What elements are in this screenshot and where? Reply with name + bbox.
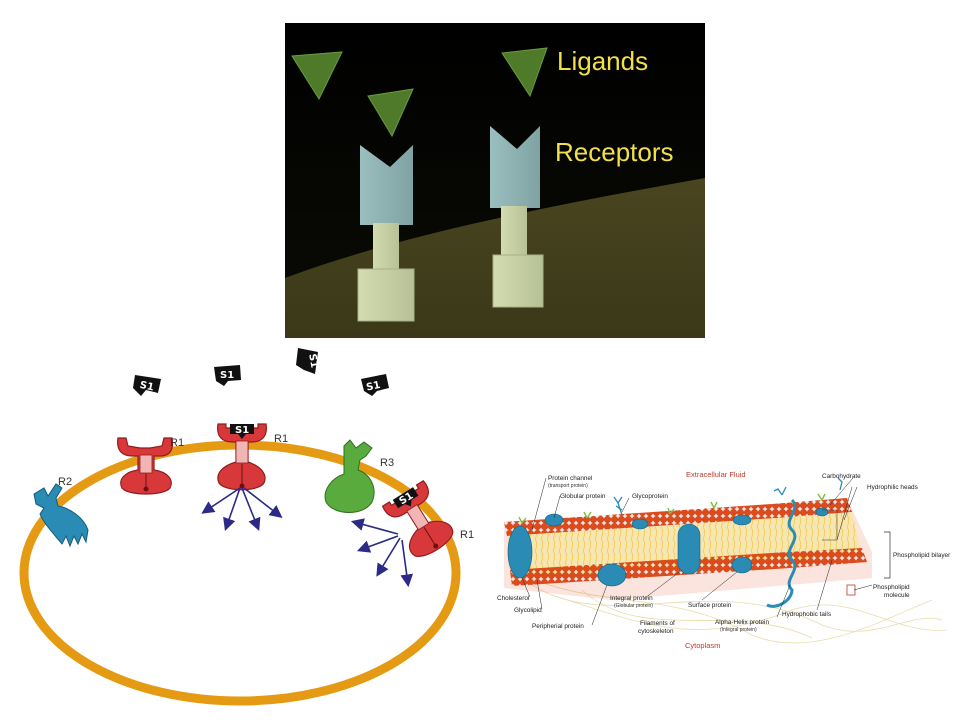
receptor-r1-bound-middle: S1 xyxy=(217,423,267,491)
bilayer-top-heads xyxy=(504,498,852,536)
svg-text:S1: S1 xyxy=(139,380,155,394)
receptor-left xyxy=(357,145,415,322)
label-r1-top: R1 xyxy=(170,437,184,449)
cell-membrane-svg: Extracellular Fluid Protein channel (tra… xyxy=(497,470,951,650)
alpha-helix-protein xyxy=(766,498,797,608)
carbohydrate-chains xyxy=(613,477,843,516)
svg-text:S1: S1 xyxy=(365,380,381,394)
signal-s1-free-1: S1 xyxy=(133,375,161,396)
label-phospholipid-molecule-1: Phospholipid xyxy=(873,584,910,591)
signal-s1-free-2: S1 xyxy=(214,365,241,386)
receptor-r1-bound-right: S1 xyxy=(381,479,454,557)
receptor-r1-unbound xyxy=(117,437,174,495)
label-r1-right: R1 xyxy=(460,529,474,541)
cell-signaling-diagram: S1 S1 S1 S1 R1 S1 R1 R2 R3 xyxy=(0,338,480,720)
svg-text:S1: S1 xyxy=(306,353,319,369)
label-alpha-helix: Alpha-Helix protein xyxy=(715,619,769,626)
label-glycolipid: Glycolipid xyxy=(514,607,542,614)
ligand-free xyxy=(291,51,343,101)
receptor-r3 xyxy=(324,439,375,513)
label-alpha-helix-sub: (Integral protein) xyxy=(720,627,757,633)
ligand-free-2 xyxy=(501,47,548,98)
label-hydrophilic-heads: Hydrophilic heads xyxy=(867,484,918,491)
signal-s1-free-4: S1 xyxy=(361,374,389,396)
label-hydrophobic-tails: Hydrophobic tails xyxy=(782,611,831,618)
signal-s1-free-3: S1 xyxy=(296,348,319,374)
label-globular-protein: Globular protein xyxy=(560,493,606,500)
cytoskeleton-filaments xyxy=(521,574,948,644)
label-extracellular-fluid: Extracellular Fluid xyxy=(686,470,746,479)
label-peripherial-protein: Peripherial protein xyxy=(532,623,584,630)
label-integral-protein-sub: (Globular protein) xyxy=(614,603,653,609)
label-receptors: Receptors xyxy=(555,137,674,167)
label-protein-channel: Protein channel xyxy=(548,475,592,482)
signal-arrows-middle xyxy=(201,487,283,532)
label-protein-channel-sub: (transport protein) xyxy=(548,483,588,489)
label-cytoplasm: Cytoplasm xyxy=(685,641,720,650)
cell-membrane-diagram: Extracellular Fluid Protein channel (tra… xyxy=(492,460,960,660)
receptor-right xyxy=(490,126,544,308)
label-filaments-2: cytoskeleton xyxy=(638,628,674,635)
svg-text:S1: S1 xyxy=(220,370,234,381)
svg-text:S1: S1 xyxy=(235,425,249,436)
label-ligands: Ligands xyxy=(557,46,648,76)
label-r2: R2 xyxy=(58,476,72,488)
glyco-chains xyxy=(518,493,826,524)
ligand-receptor-svg: Ligands Receptors xyxy=(285,23,705,338)
label-integral-protein: Integral protein xyxy=(610,595,653,602)
label-filaments-1: Filaments of xyxy=(640,620,675,627)
label-r3: R3 xyxy=(380,457,394,469)
label-r1-middle: R1 xyxy=(274,433,288,445)
receptor-r2 xyxy=(33,483,89,548)
cell-signaling-svg: S1 S1 S1 S1 R1 S1 R1 R2 R3 xyxy=(19,348,474,706)
label-phospholipid-molecule-2: molecule xyxy=(884,592,910,599)
label-phospholipid-bilayer: Phospholipid bilayer xyxy=(893,552,951,559)
label-carbohydrate: Carbohydrate xyxy=(822,473,861,480)
label-surface-protein: Surface protein xyxy=(688,602,732,609)
label-cholesterol: Cholesterol xyxy=(497,595,529,602)
phospholipid-molecule-box xyxy=(846,584,856,596)
ligand-approaching xyxy=(367,88,414,138)
signal-arrows-right xyxy=(350,518,414,588)
label-glycoprotein: Glycoprotein xyxy=(632,493,668,500)
bilayer-bracket xyxy=(884,531,891,579)
ligand-receptor-illustration: Ligands Receptors xyxy=(285,23,705,338)
